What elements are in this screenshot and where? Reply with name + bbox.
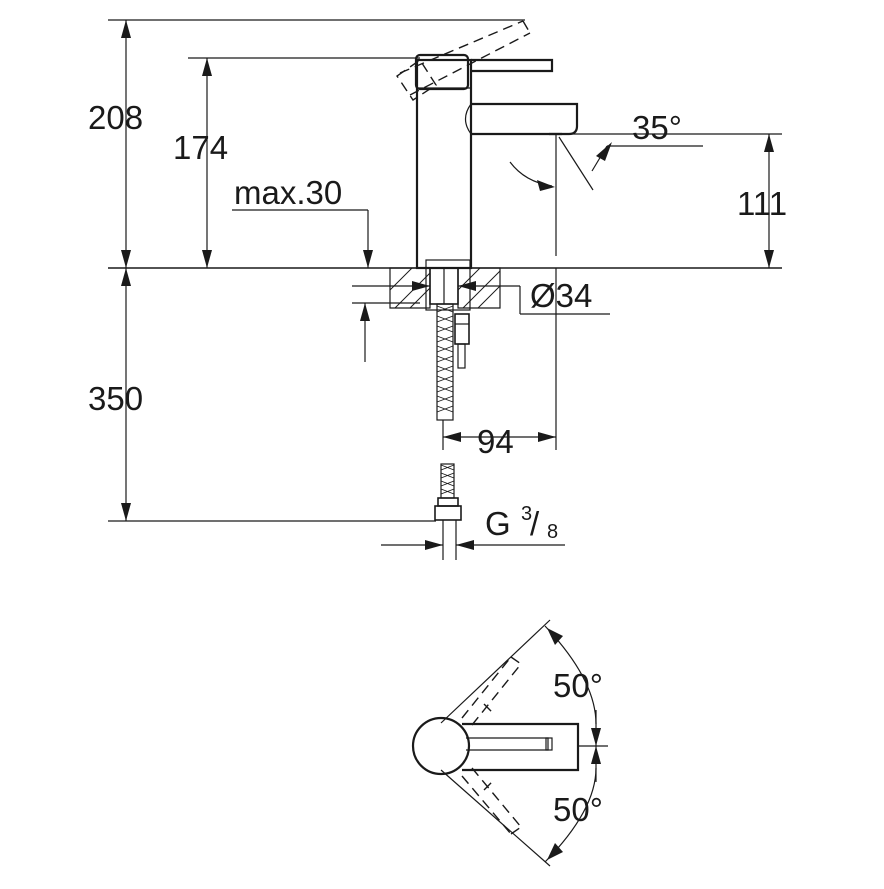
- dimension-connection-thread: G 3 / 8: [381, 503, 565, 550]
- connection-numerator-label: 3: [521, 503, 532, 525]
- spout-height-label: 174: [173, 129, 228, 166]
- spout-outline-top: [462, 722, 580, 772]
- dimension-total-height: 208: [88, 19, 525, 268]
- faucet-round-body: [411, 716, 471, 776]
- flexible-hoses: [436, 303, 470, 421]
- hose-connector: [434, 463, 462, 560]
- rotation-angle-bottom-label: 50°: [553, 791, 603, 828]
- lever-handle: [471, 58, 554, 73]
- lever-open-position: [396, 20, 531, 101]
- dimension-rotation-top: 50°: [544, 625, 608, 747]
- spout: [471, 102, 579, 136]
- rotation-angle-top-label: 50°: [553, 667, 603, 704]
- spout-angle-label: 35°: [632, 109, 682, 146]
- lever-rotated-bottom: [461, 767, 522, 835]
- dimension-max-thickness: max.30: [232, 174, 420, 362]
- max-thickness-label: max.30: [234, 174, 342, 211]
- dimension-rotation-bottom: 50°: [544, 746, 603, 863]
- spout-clearance-label: 111: [737, 185, 787, 222]
- dimension-spout-angle: 35°: [509, 109, 703, 256]
- hole-diameter-label: Ø34: [530, 277, 592, 314]
- total-height-label: 208: [88, 99, 143, 136]
- angle-extension-bottom: [440, 769, 551, 867]
- dimension-spout-height: 174: [173, 57, 420, 268]
- angle-extension-top: [440, 619, 551, 724]
- connection-prefix-label: G: [485, 505, 511, 542]
- lever-rotated-top: [461, 656, 522, 726]
- lever-top-view: [411, 716, 580, 776]
- reach-label: 94: [477, 423, 514, 460]
- connection-denominator-label: 8: [547, 521, 558, 543]
- side-elevation-view: 208 174 max.30: [88, 19, 787, 560]
- faucet-column: [415, 58, 473, 270]
- dimension-reach: 94: [442, 268, 557, 460]
- hose-length-label: 350: [88, 380, 143, 417]
- dimension-spout-clearance: 111: [566, 133, 787, 268]
- dimension-hole-diameter: Ø34: [352, 277, 610, 315]
- top-view: 50° 50°: [411, 619, 608, 867]
- dimension-hose-length: 350: [88, 268, 436, 522]
- svg-text:/: /: [530, 505, 540, 542]
- handle-cap: [414, 53, 470, 91]
- faucet-body: [396, 20, 579, 270]
